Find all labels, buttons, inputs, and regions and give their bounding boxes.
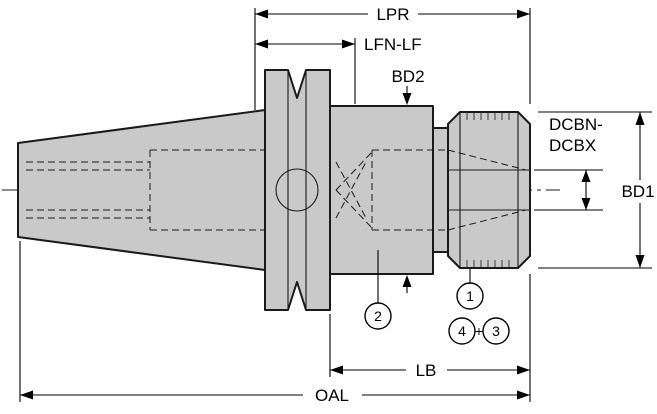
- callout-1-circle: [456, 282, 484, 310]
- lfn-lf-arrow-right: [342, 39, 355, 49]
- dimension-oal: OAL: [19, 241, 530, 405]
- bd1-arrow-up: [635, 112, 645, 125]
- bd1-arrow-down: [635, 255, 645, 268]
- callout-3-number: 3: [492, 323, 500, 339]
- lb-label: LB: [416, 361, 437, 380]
- oal-arrow-left: [20, 390, 33, 400]
- lpr-arrow-left: [255, 9, 268, 19]
- hidden-pocket-lines: [335, 149, 527, 231]
- lpr-label: LPR: [376, 5, 409, 24]
- dcbn-arrow-up: [581, 170, 591, 182]
- lfn-lf-label: LFN-LF: [364, 35, 422, 54]
- holder-body: [329, 105, 434, 275]
- dimension-lpr: LPR: [254, 5, 531, 110]
- bd2-arrow-down: [402, 93, 412, 105]
- callout-items-4-and-3: 4 + 3: [448, 317, 510, 345]
- bd1-label: BD1: [621, 182, 654, 201]
- dcbn-arrow-down: [581, 198, 591, 210]
- callout-4-number: 4: [458, 323, 466, 339]
- dimension-bd1: BD1: [538, 111, 655, 269]
- v-flange: [264, 69, 331, 311]
- bd2-label: BD2: [391, 67, 424, 86]
- tool-holder-part: [17, 69, 531, 311]
- dcbn-label-line1: DCBN-: [549, 115, 603, 134]
- dimension-bd2: BD2: [391, 67, 425, 293]
- knurl-ticks-top: [466, 112, 510, 120]
- callout-item-2: 2: [364, 250, 392, 330]
- lb-arrow-left: [330, 365, 343, 375]
- collet-nut: [447, 111, 531, 269]
- oal-arrow-right: [517, 390, 530, 400]
- callout-4-circle: [448, 317, 476, 345]
- callout-1-number: 1: [466, 288, 474, 304]
- callout-plus-sign: +: [475, 323, 483, 339]
- oal-label: OAL: [315, 386, 349, 405]
- dimension-lfn-lf: LFN-LF: [255, 35, 422, 104]
- collet-nut-details: [448, 112, 530, 268]
- callout-item-1: 1: [456, 269, 484, 310]
- callout-2-number: 2: [374, 308, 382, 324]
- bd2-arrow-up: [402, 275, 412, 287]
- lb-arrow-right: [517, 365, 530, 375]
- taper-shank: [17, 109, 266, 271]
- dimension-dcbn-dcbx: DCBN- DCBX: [534, 115, 603, 211]
- callout-2-circle: [364, 302, 392, 330]
- lfn-lf-arrow-left: [255, 39, 268, 49]
- dimension-lb: LB: [329, 274, 531, 402]
- dcbn-label-line2: DCBX: [549, 136, 596, 155]
- knurl-ticks-bottom: [466, 260, 510, 268]
- lpr-arrow-right: [517, 9, 530, 19]
- callout-3-circle: [482, 317, 510, 345]
- neck: [432, 127, 449, 253]
- flange-drive-slot-circle: [275, 168, 319, 212]
- hidden-bore-lines: [26, 149, 265, 231]
- flange-groove-lines: [287, 70, 307, 310]
